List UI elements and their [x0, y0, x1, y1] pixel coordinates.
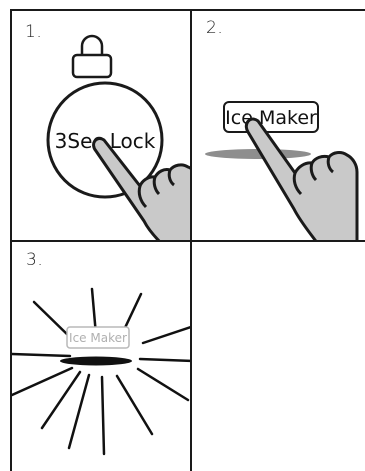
step-1-panel: 1. 3Sec Lock — [10, 9, 192, 242]
pointing-hand-icon — [246, 119, 357, 242]
ice-maker-label: Ice Maker — [225, 107, 317, 129]
step-1-illustration: 3Sec Lock — [12, 11, 192, 242]
step-3-panel: 3. Ice Maker — [10, 240, 192, 471]
step-2-illustration: Ice Maker — [192, 11, 365, 242]
step-3-illustration: Ice Maker — [12, 242, 192, 471]
step-2-panel: 2. Ice Maker — [190, 9, 365, 242]
padlock-icon — [73, 36, 111, 77]
ice-maker-indicator — [60, 357, 132, 366]
flash-rays — [12, 289, 192, 454]
ice-maker-label-faded: Ice Maker — [69, 331, 127, 345]
